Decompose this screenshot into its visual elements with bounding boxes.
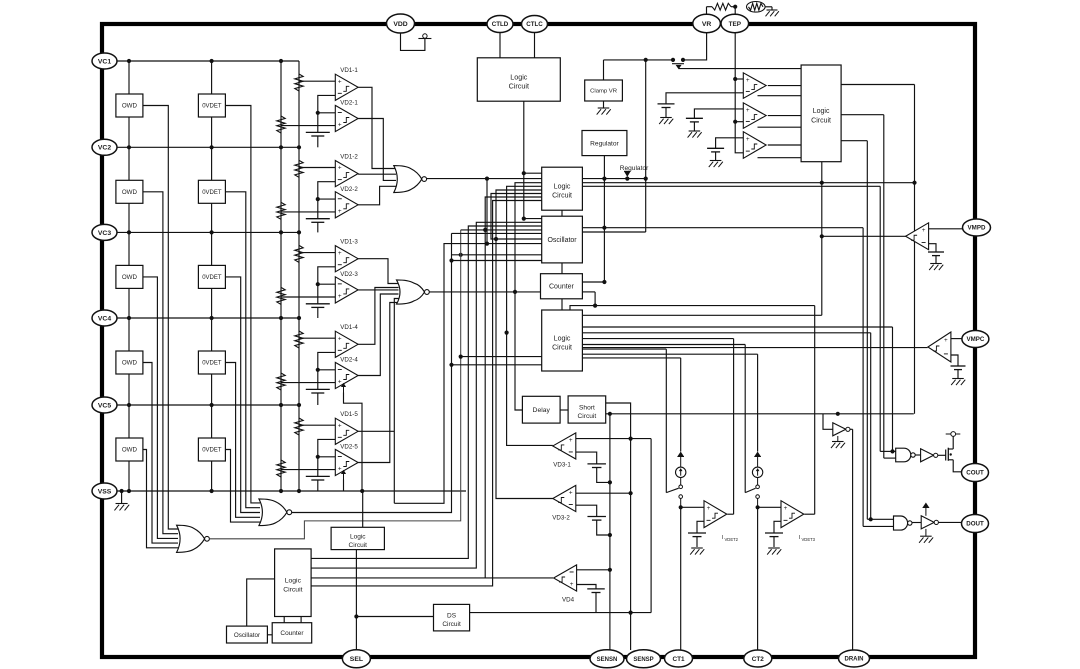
svg-text:VD2-4: VD2-4 (340, 357, 358, 364)
svg-text:VDET3: VDET3 (802, 537, 816, 542)
svg-text:OWD: OWD (122, 103, 138, 110)
svg-text:0VDET: 0VDET (202, 104, 222, 110)
svg-text:VD1-1: VD1-1 (340, 67, 358, 74)
svg-text:Logic: Logic (510, 72, 528, 81)
svg-text:Oscillator: Oscillator (547, 237, 577, 244)
svg-text:+: + (338, 122, 342, 129)
svg-text:VD1-4: VD1-4 (340, 324, 358, 331)
svg-text:0VDET: 0VDET (202, 361, 222, 367)
svg-text:Circuit: Circuit (811, 117, 831, 124)
svg-text:Circuit: Circuit (442, 621, 461, 628)
svg-text:0VDET: 0VDET (202, 448, 222, 454)
svg-text:+: + (570, 581, 574, 588)
svg-text:+: + (338, 466, 342, 473)
svg-text:0VDET: 0VDET (202, 190, 222, 196)
svg-text:0VDET: 0VDET (202, 275, 222, 281)
svg-text:Logic: Logic (554, 184, 571, 191)
svg-text:VR: VR (702, 21, 712, 28)
svg-text:DS: DS (447, 613, 457, 620)
svg-text:Circuit: Circuit (509, 82, 529, 91)
svg-text:VC3: VC3 (98, 230, 111, 237)
svg-text:CT1: CT1 (672, 656, 685, 663)
svg-text:DOUT: DOUT (966, 521, 984, 528)
svg-text:Circuit: Circuit (552, 193, 572, 200)
svg-text:Circuit: Circuit (552, 344, 572, 351)
svg-text:VC5: VC5 (98, 402, 111, 409)
svg-text:+: + (569, 490, 573, 497)
svg-text:+: + (944, 337, 948, 344)
svg-text:Counter: Counter (280, 630, 304, 637)
svg-text:Short: Short (579, 405, 595, 412)
svg-text:VC1: VC1 (98, 58, 111, 65)
svg-text:VD4: VD4 (562, 597, 575, 604)
svg-text:Circuit: Circuit (349, 542, 368, 549)
svg-text:VDD: VDD (393, 21, 407, 28)
svg-text:VD2-2: VD2-2 (340, 186, 358, 193)
svg-text:Logic: Logic (350, 534, 366, 541)
svg-text:Oscillator: Oscillator (234, 632, 260, 639)
svg-text:+: + (784, 505, 788, 512)
svg-text:Logic: Logic (554, 335, 571, 342)
svg-text:+: + (746, 77, 750, 84)
svg-text:Regulator: Regulator (590, 140, 619, 147)
svg-text:VD3-2: VD3-2 (552, 515, 570, 522)
svg-text:OWD: OWD (122, 274, 138, 281)
svg-text:VMPC: VMPC (966, 336, 984, 343)
svg-text:VMPD: VMPD (968, 225, 986, 232)
svg-text:+: + (922, 227, 926, 234)
svg-text:+: + (338, 379, 342, 386)
svg-text:OWD: OWD (122, 189, 138, 196)
svg-text:I: I (722, 535, 724, 541)
svg-text:Logic: Logic (285, 578, 302, 585)
svg-text:VD1-5: VD1-5 (340, 411, 358, 418)
svg-text:VD1-2: VD1-2 (340, 153, 358, 160)
svg-text:+: + (338, 208, 342, 215)
svg-text:+: + (746, 136, 750, 143)
svg-text:+: + (338, 293, 342, 300)
svg-text:I: I (799, 535, 801, 541)
svg-text:CT2: CT2 (752, 656, 765, 663)
svg-text:+: + (746, 107, 750, 114)
svg-text:SENSN: SENSN (597, 657, 618, 663)
svg-text:COUT: COUT (966, 470, 984, 477)
svg-text:+: + (338, 78, 342, 85)
svg-text:Clamp VR: Clamp VR (590, 89, 617, 95)
svg-text:VD2-1: VD2-1 (340, 100, 358, 107)
svg-text:Circuit: Circuit (578, 413, 597, 420)
svg-text:CTLD: CTLD (492, 21, 509, 28)
svg-text:OWD: OWD (122, 360, 138, 367)
svg-text:+: + (338, 250, 342, 257)
svg-text:VD2-5: VD2-5 (340, 444, 358, 451)
svg-text:Delay: Delay (533, 407, 551, 414)
svg-text:OWD: OWD (122, 447, 138, 454)
svg-text:+: + (338, 335, 342, 342)
svg-text:Circuit: Circuit (283, 586, 302, 593)
svg-text:Regulator: Regulator (620, 165, 649, 172)
svg-text:VD3-1: VD3-1 (553, 462, 571, 469)
svg-text:DRAIN: DRAIN (845, 657, 864, 663)
svg-text:SENSP: SENSP (633, 657, 653, 663)
svg-text:+: + (338, 422, 342, 429)
svg-text:VD2-3: VD2-3 (340, 271, 358, 278)
svg-text:Logic: Logic (813, 108, 830, 115)
svg-text:SEL: SEL (350, 656, 363, 663)
svg-text:+: + (338, 165, 342, 172)
svg-text:VSS: VSS (98, 488, 112, 495)
svg-text:VC2: VC2 (98, 145, 111, 152)
svg-text:VDET2: VDET2 (725, 537, 739, 542)
svg-text:TEP: TEP (729, 21, 742, 28)
svg-text:+: + (707, 505, 711, 512)
svg-text:VD1-3: VD1-3 (340, 238, 358, 245)
svg-text:+: + (569, 437, 573, 444)
svg-text:CTLC: CTLC (526, 21, 543, 28)
svg-text:Counter: Counter (549, 284, 575, 291)
svg-text:VC4: VC4 (98, 315, 111, 322)
